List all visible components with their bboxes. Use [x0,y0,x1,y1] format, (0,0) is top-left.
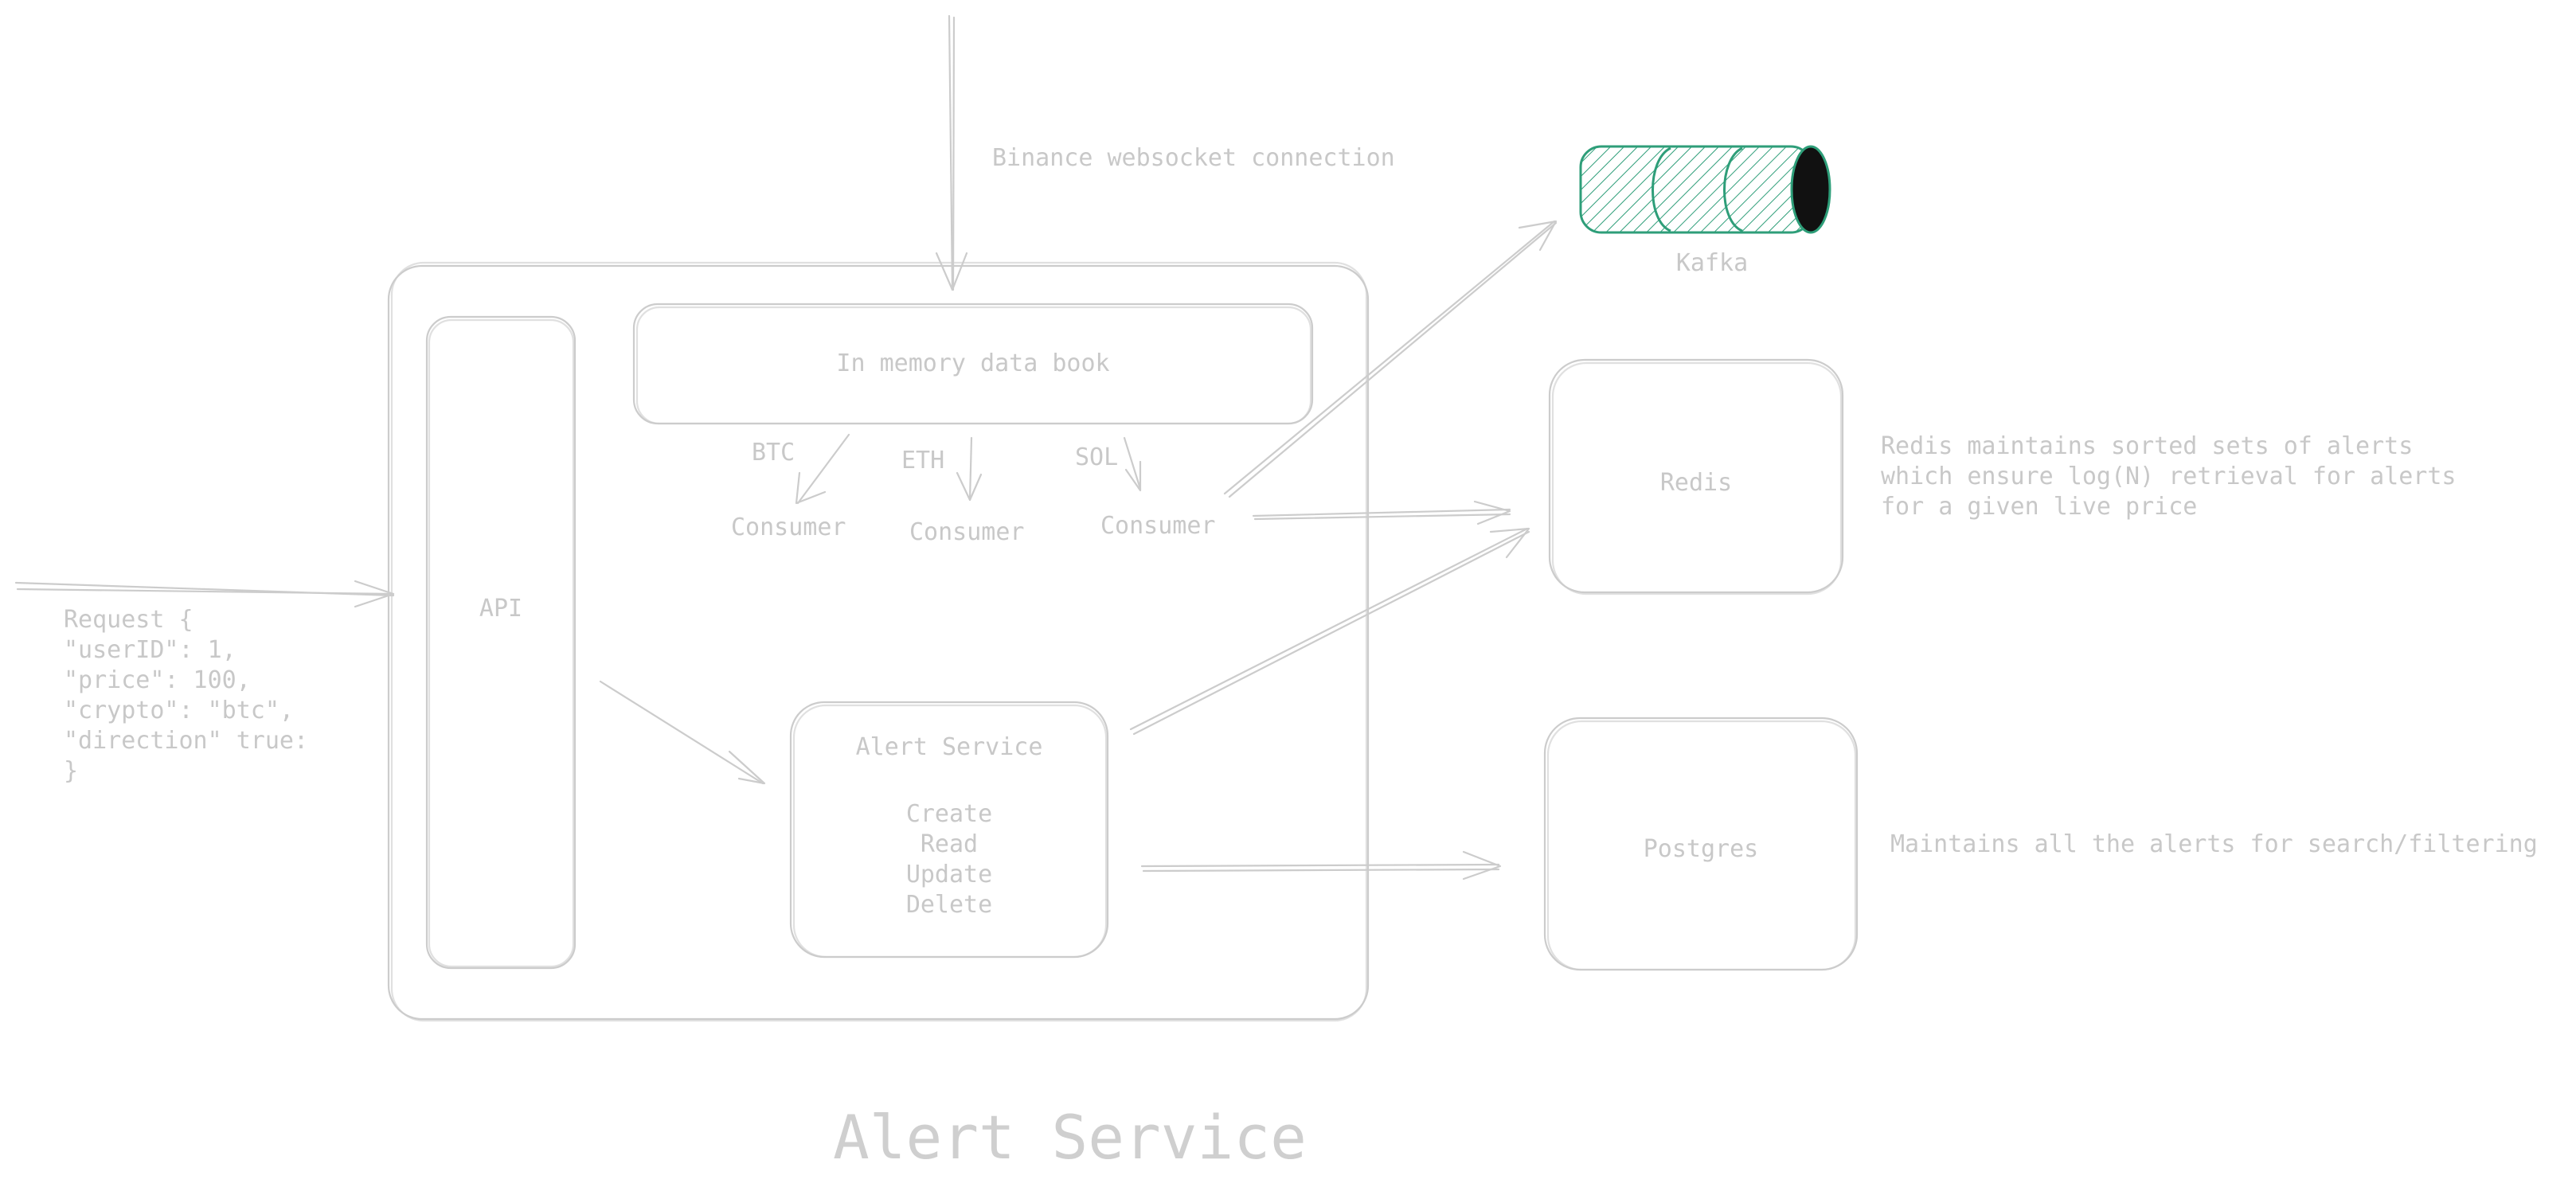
postgres-box [1543,717,1859,971]
redis-note-line: for a given live price [1881,493,2198,521]
arrow-api-to-alert [599,680,766,785]
redis-note-line: which ensure log(N) retrieval for alerts [1881,463,2457,490]
request-line: Request { [64,606,193,634]
alert-service-content: Alert Service Create Read Update Delete [791,732,1108,920]
websocket-label: Binance websocket connection [992,144,1395,172]
request-payload: Request { "userID": 1, "price": 100, "cr… [64,605,308,787]
consumer-symbol-sol: SOL [1075,443,1119,471]
redis-note-line: Redis maintains sorted sets of alerts [1881,432,2414,460]
request-line: "crypto": "btc", [64,697,294,724]
arrow-alert-to-redis [1129,527,1530,736]
api-box [425,315,577,970]
arrow-alert-to-postgres [1140,850,1502,881]
request-line: "userID": 1, [64,636,236,664]
redis-note: Redis maintains sorted sets of alerts wh… [1881,431,2456,522]
consumer-symbol-eth: ETH [901,447,945,474]
crud-op: Create [905,800,993,828]
diagram-title: Alert Service [833,1102,1307,1173]
arrow-websocket [935,14,968,291]
request-line: } [64,757,79,785]
crud-op: Delete [905,891,993,919]
arrow-eth [956,436,983,502]
arrow-request-in [14,580,395,608]
request-line: "price": 100, [64,666,251,694]
data-book-label: In memory data book [836,349,1110,377]
alert-service-title: Alert Service [855,733,1043,761]
api-label: API [479,595,523,623]
consumer-btc-label: Consumer [731,513,846,541]
arrow-consumer-to-kafka [1223,220,1558,498]
kafka-label: Kafka [1675,249,1749,277]
service-container [387,261,1370,1022]
consumer-sol-label: Consumer [1100,512,1216,540]
crud-op: Update [905,861,993,888]
alert-service-box [789,701,1109,959]
redis-box [1548,358,1844,596]
data-book-box [632,303,1314,425]
kafka-icon [1579,145,1831,234]
consumer-symbol-btc: BTC [752,439,795,467]
arrow-sol [1123,436,1142,492]
request-line: "direction" true: [64,727,309,755]
arrow-consumer-to-redis [1252,500,1511,525]
crud-op: Read [920,830,979,858]
consumer-eth-label: Consumer [909,518,1025,546]
postgres-note: Maintains all the alerts for search/filt… [1890,830,2538,858]
postgres-label: Postgres [1643,835,1759,863]
arrow-btc [795,433,850,505]
redis-label: Redis [1659,469,1733,497]
